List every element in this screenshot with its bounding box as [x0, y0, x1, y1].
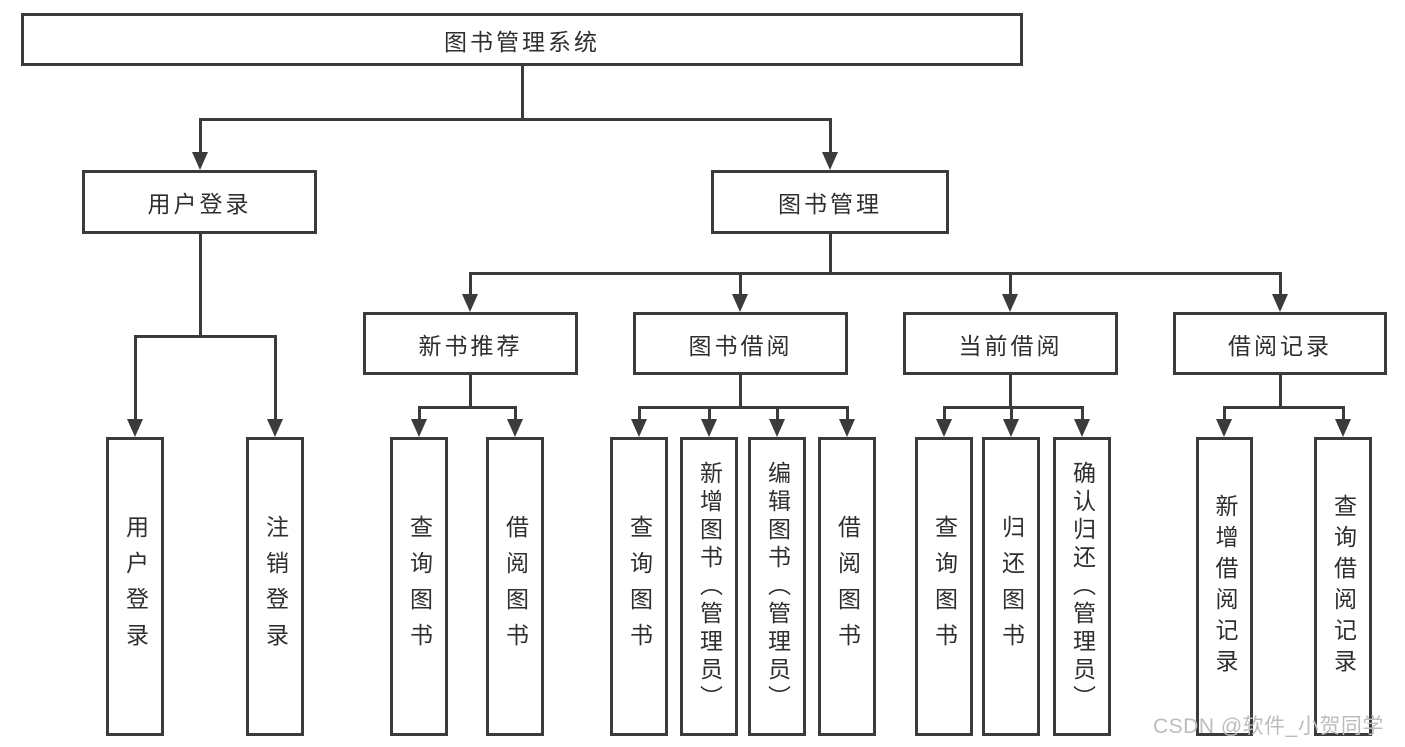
connector-arrowhead: [1216, 419, 1232, 437]
connector-line: [1278, 375, 1282, 407]
node-library-management-system: 图书管理系统: [21, 13, 1023, 66]
node-label: 图书管理系统: [444, 28, 600, 55]
node-user-login: 用户登录: [82, 170, 317, 234]
connector-line: [942, 407, 946, 421]
connector-arrowhead: [411, 419, 427, 437]
node-borrow-books-leaf: 借阅图书: [818, 437, 876, 736]
node-label: 确认归还（管理员）: [1069, 460, 1096, 713]
node-add-book-admin: 新增图书（管理员）: [680, 437, 738, 736]
connector-arrowhead: [631, 419, 647, 437]
connector-arrowhead: [127, 419, 143, 437]
connector-line: [198, 234, 202, 336]
connector-line: [417, 405, 517, 409]
connector-line: [1222, 407, 1226, 421]
connector-line: [133, 336, 137, 421]
connector-line: [828, 119, 832, 154]
connector-line: [707, 407, 711, 421]
connector-line: [1008, 375, 1012, 407]
connector-line: [637, 407, 641, 421]
node-label: 查询借阅记录: [1330, 493, 1357, 680]
node-label: 图书管理: [778, 191, 882, 217]
connector-line: [738, 273, 742, 296]
connector-line: [828, 234, 832, 273]
node-label: 借阅图书: [834, 514, 861, 659]
connector-line: [1008, 273, 1012, 296]
node-logout: 注销登录: [246, 437, 304, 736]
node-current-borrowing: 当前借阅: [903, 312, 1118, 375]
node-label: 查询图书: [931, 514, 958, 659]
node-label: 图书借阅: [688, 332, 793, 359]
connector-arrowhead: [507, 419, 523, 437]
connector-arrowhead: [701, 419, 717, 437]
node-label: 新书推荐: [418, 332, 523, 359]
node-label: 注销登录: [262, 514, 289, 659]
connector-arrowhead: [1074, 419, 1090, 437]
connector-line: [942, 405, 1084, 409]
connector-line: [1009, 407, 1013, 421]
connector-line: [520, 66, 524, 119]
connector-line: [198, 117, 832, 121]
connector-arrowhead: [1335, 419, 1351, 437]
connector-arrowhead: [192, 152, 208, 170]
connector-arrowhead: [1003, 419, 1019, 437]
connector-line: [198, 119, 202, 154]
connector-arrowhead: [1272, 294, 1288, 312]
node-book-management: 图书管理: [711, 170, 949, 234]
connector-line: [637, 405, 849, 409]
connector-line: [1222, 405, 1345, 409]
connector-line: [738, 375, 742, 407]
node-label: 新增借阅记录: [1212, 493, 1238, 680]
connector-line: [273, 336, 277, 421]
node-query-books-borrow: 查询图书: [610, 437, 668, 736]
connector-line: [1278, 273, 1282, 296]
connector-arrowhead: [1002, 294, 1018, 312]
connector-arrowhead: [936, 419, 952, 437]
connector-line: [468, 271, 1282, 275]
connector-line: [513, 407, 517, 421]
connector-line: [417, 407, 421, 421]
node-add-borrow-record: 新增借阅记录: [1196, 437, 1253, 736]
node-label: 编辑图书（管理员）: [764, 460, 791, 713]
node-label: 归还图书: [998, 514, 1025, 659]
node-query-books-current: 查询图书: [915, 437, 973, 736]
connector-arrowhead: [769, 419, 785, 437]
node-user-login-leaf: 用户登录: [106, 437, 164, 736]
connector-line: [1080, 407, 1084, 421]
connector-line: [468, 375, 472, 407]
connector-arrowhead: [732, 294, 748, 312]
node-query-books-recommend: 查询图书: [390, 437, 448, 736]
node-label: 用户登录: [147, 191, 252, 217]
connector-arrowhead: [822, 152, 838, 170]
node-return-book: 归还图书: [982, 437, 1040, 736]
node-label: 新增图书（管理员）: [696, 460, 723, 713]
node-borrow-books-recommend: 借阅图书: [486, 437, 544, 736]
node-label: 查询图书: [626, 514, 653, 659]
connector-line: [1341, 407, 1345, 421]
node-book-borrowing: 图书借阅: [633, 312, 848, 375]
node-new-book-recommend: 新书推荐: [363, 312, 578, 375]
connector-arrowhead: [839, 419, 855, 437]
connector-line: [468, 273, 472, 296]
node-label: 借阅记录: [1228, 332, 1332, 359]
connector-line: [845, 407, 849, 421]
node-label: 用户登录: [122, 514, 149, 659]
connector-line: [133, 334, 277, 338]
node-edit-book-admin: 编辑图书（管理员）: [748, 437, 806, 736]
connector-arrowhead: [267, 419, 283, 437]
connector-line: [775, 407, 779, 421]
connector-arrowhead: [462, 294, 478, 312]
node-label: 查询图书: [406, 514, 433, 659]
node-query-borrow-record: 查询借阅记录: [1314, 437, 1372, 736]
node-confirm-return-admin: 确认归还（管理员）: [1053, 437, 1111, 736]
watermark-text: CSDN @软件_小贺同学: [1153, 715, 1384, 738]
node-borrowing-records: 借阅记录: [1173, 312, 1387, 375]
node-label: 当前借阅: [958, 332, 1063, 359]
node-label: 借阅图书: [502, 514, 529, 659]
